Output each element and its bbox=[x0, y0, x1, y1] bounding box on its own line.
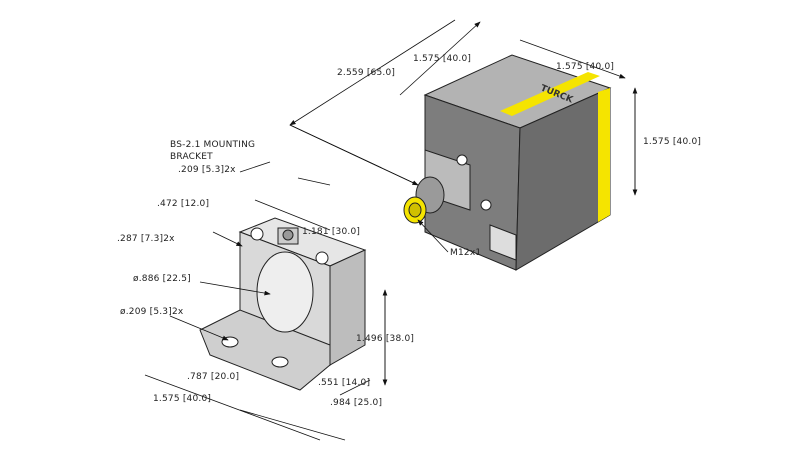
sensor-depth-dim: 1.575 [40.0] bbox=[413, 54, 472, 64]
bracket-title-2: BRACKET bbox=[170, 152, 213, 162]
hole-dim: ø.209 [5.3]2x bbox=[120, 307, 184, 317]
bracket-title-1: BS-2.1 MOUNTING bbox=[170, 140, 256, 150]
mounting-bracket bbox=[199, 217, 367, 391]
d787-dim: .787 [20.0] bbox=[187, 372, 240, 382]
d984-dim: .984 [25.0] bbox=[330, 398, 383, 408]
connector-label: M12x1 bbox=[450, 248, 482, 258]
sensor-height-dim: 1.575 [40.0] bbox=[643, 137, 702, 147]
d472-dim: .472 [12.0] bbox=[157, 199, 210, 209]
bracket-height-dim: 1.496 [38.0] bbox=[356, 334, 415, 344]
slot-dim: .209 [5.3]2x bbox=[178, 165, 236, 175]
d1181-dim: 1.181 [30.0] bbox=[302, 227, 361, 237]
bore-dim: ø.886 [22.5] bbox=[133, 274, 191, 284]
connector-m12 bbox=[403, 176, 445, 224]
d551-dim: .551 [14.0] bbox=[318, 378, 371, 388]
dimension-lines bbox=[144, 19, 638, 441]
sensor-length-dim: 2.559 [65.0] bbox=[337, 68, 396, 78]
d287-dim: .287 [7.3]2x bbox=[117, 234, 175, 244]
bracket-length-dim: 1.575 [40.0] bbox=[153, 394, 212, 404]
sensor-width-dim: 1.575 [40.0] bbox=[556, 62, 615, 72]
sensor-body: TURCK bbox=[423, 54, 612, 271]
